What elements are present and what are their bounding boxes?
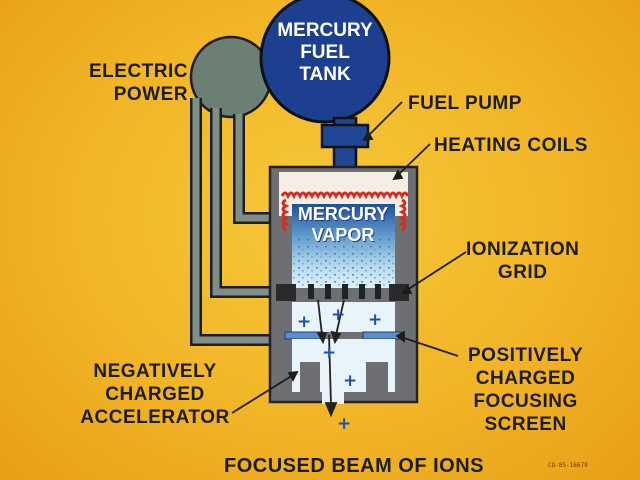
ion: + [343,371,357,391]
vapor-speckle [292,236,395,288]
wire-accelerator [192,98,290,344]
accelerator-electrode-left [300,362,320,392]
figure-code: CD-85-16679 [548,462,588,469]
coil-right [398,198,407,232]
arrowhead [401,284,413,294]
ions: + + + + + + [297,305,382,434]
trajectory-line [335,299,345,336]
ion: + [331,305,345,325]
grid-bar [308,284,314,299]
grid-bar [375,284,381,299]
trajectory-arrowhead [316,332,328,345]
focusing-screen-label: POSITIVELY CHARGED FOCUSING SCREEN [468,345,584,435]
wire-coil [235,114,276,222]
pointer-fuel-pump [367,101,403,137]
arrowhead [362,130,374,142]
pointer-heating-coils [397,143,431,176]
heating-coils-label: HEATING COILS [434,135,588,156]
ion: + [297,312,311,332]
wire-grid [212,108,274,296]
electric-power-source [189,35,290,346]
vapor-label: MERCURY VAPOR [297,204,389,245]
grid-bar [359,284,365,299]
accelerator-electrode-right [366,362,388,392]
electric-power-label: ELECTRIC POWER [89,61,188,105]
arrowhead [392,169,404,181]
tank-label: MERCURY FUEL TANK [277,20,373,85]
focused-beam-label: FOCUSED BEAM OF IONS [224,455,485,477]
trajectory-line [317,299,323,336]
pointer-lines [231,101,467,414]
accel-right-clear [363,339,395,360]
ionization-grid-label: IONIZATION GRID [466,239,580,283]
coil-left [281,198,290,232]
accel-left-clear [292,339,323,360]
accelerator-label: NEGATIVELY CHARGED ACCELERATOR [80,361,230,428]
ion: + [337,414,351,434]
beam-line [328,334,332,406]
grid-bar [342,284,348,299]
grid-bar [325,284,331,299]
ion: + [322,343,336,363]
ion: + [368,310,382,330]
arrowhead [287,370,299,382]
beam-arrowhead [324,402,338,418]
grid-right-block [389,284,409,301]
fuel-pump-label: FUEL PUMP [408,93,522,114]
pointer-focusing-screen [400,336,459,357]
ion-zone [292,302,395,332]
coil-top [280,191,410,200]
trajectory-arrowhead [330,330,342,345]
mercury-fuel-tank [259,0,391,124]
fuel-pump [320,123,370,149]
focusing-screen-right [362,331,402,340]
ion-trajectories [316,299,345,418]
nozzle-exit [322,392,344,404]
arrowhead [395,330,405,343]
pointer-ionization-grid [406,251,467,291]
pointer-accelerator [231,374,294,414]
grid-left-block [276,284,296,301]
ionization-grid [276,284,409,301]
power-sphere [189,35,273,119]
